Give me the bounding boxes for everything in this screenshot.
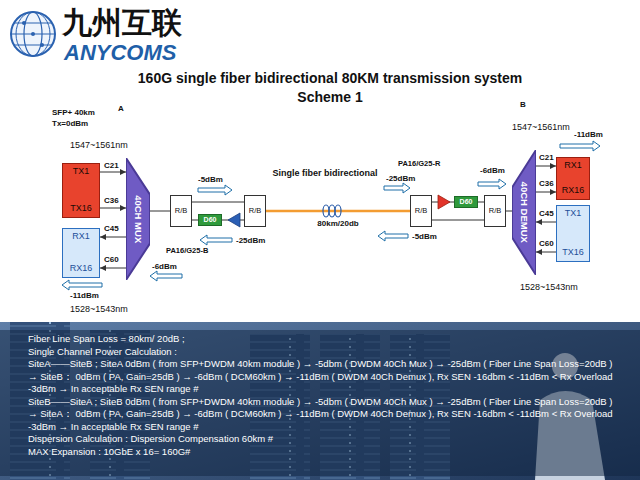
- optical-connection: [100, 237, 126, 238]
- node-text: RX16: [70, 264, 93, 274]
- power-level: -25dBm: [386, 174, 415, 183]
- channel-label: C21: [104, 161, 119, 170]
- optical-connection: [536, 166, 556, 167]
- text-shade: [0, 330, 640, 476]
- photo-ground: [0, 322, 640, 480]
- channel-label: C36: [104, 196, 119, 205]
- node-text: 40CH DEMUX: [519, 182, 529, 243]
- optical-connection: [192, 202, 244, 203]
- amplifier-label: PA16/G25-B: [166, 247, 208, 256]
- node-text: D60: [460, 198, 473, 206]
- rb-coupler-box: R/B: [244, 195, 266, 227]
- optical-connection: [100, 172, 126, 173]
- node-text: 40CH MUX: [133, 195, 143, 243]
- power-level: -5dBm: [412, 232, 437, 241]
- channel-label: C36: [539, 179, 554, 188]
- node-text: D60: [204, 216, 217, 224]
- optical-connection: [100, 268, 126, 269]
- node-text: R/B: [249, 207, 262, 215]
- power-direction-arrow: [478, 179, 506, 189]
- amplifier-label: PA16/G25-R: [398, 160, 440, 169]
- wavelength-band: 1547~1561nm: [512, 122, 570, 132]
- fiber-coil-symbol: [323, 205, 341, 217]
- channel-label: C60: [104, 255, 119, 264]
- demux-trapezoid: 40CH DEMUX: [512, 150, 536, 275]
- node-text: R/B: [175, 207, 188, 215]
- optical-connection: [150, 211, 170, 212]
- dcm-module-box: D60: [198, 214, 222, 226]
- optical-connection: [100, 208, 126, 209]
- transceiver-group-box: TX1TX16: [62, 163, 100, 218]
- optical-connection: [536, 192, 556, 193]
- power-direction-arrow: [200, 235, 232, 245]
- fiber-label: Single fiber bidirectional: [272, 168, 377, 178]
- power-level: -11dBm: [574, 130, 603, 139]
- datacenter-photo: [0, 322, 640, 480]
- power-note: Tx=0dBm: [52, 119, 88, 128]
- subtitle: Scheme 1: [297, 89, 362, 105]
- wavelength-band: 1528~1543nm: [70, 304, 128, 314]
- diagram-title: 160G single fiber bidirectional 80KM tra…: [138, 70, 522, 86]
- node-text: RX1: [564, 161, 582, 171]
- transceiver-group-box: RX1RX16: [556, 157, 590, 200]
- note-text: Dispersion Calculation : Dispersion Comp…: [28, 433, 620, 446]
- trapezoid-shape: [126, 158, 150, 280]
- wavelength-band: 1528~1543nm: [520, 282, 578, 292]
- power-direction-arrow: [198, 185, 232, 195]
- wavelength-band: 1547~1561nm: [70, 140, 128, 150]
- span-loss-label: 80km/20db: [315, 219, 360, 228]
- node-text: RX16: [562, 186, 585, 196]
- brand-name: 九州互联: [62, 6, 182, 41]
- notes-block: Fiber Line Span Loss = 80km/ 20dB ;Singl…: [28, 333, 620, 458]
- power-direction-arrow: [560, 141, 600, 151]
- power-level: -6dBm: [480, 166, 505, 175]
- power-level: -25dBm: [236, 236, 265, 245]
- power-level: -11dBm: [70, 291, 99, 300]
- node-text: TX1: [565, 209, 582, 219]
- rb-coupler-box: R/B: [484, 195, 506, 227]
- logo-globe: [11, 12, 55, 56]
- note-text: Single Channel Power Calculation :: [28, 346, 620, 359]
- transceiver-group-box: TX1TX16: [556, 205, 590, 262]
- node-text: TX16: [70, 204, 92, 214]
- power-direction-arrow: [150, 271, 182, 281]
- mux-trapezoid: 40CH MUX: [126, 158, 150, 280]
- note-text: Fiber Line Span Loss = 80km/ 20dB ;: [28, 333, 620, 346]
- site-name: B: [520, 100, 526, 109]
- node-text: R/B: [489, 207, 502, 215]
- power-direction-arrow: [62, 280, 102, 290]
- optical-connection: [536, 222, 556, 223]
- channel-label: C21: [539, 153, 554, 162]
- power-level: -6dBm: [152, 262, 177, 271]
- node-text: TX1: [73, 167, 90, 177]
- note-text: SiteB——SiteA ; SiteB 0dBm ( from SFP+DWD…: [28, 396, 620, 434]
- rb-coupler-box: R/B: [410, 195, 432, 227]
- optical-connection: [432, 220, 484, 221]
- note-text: MAX Expansion : 10GbE x 16= 160G#: [28, 446, 620, 459]
- power-direction-arrow: [378, 231, 408, 241]
- node-text: R/B: [415, 207, 428, 215]
- amplifier-symbol: [438, 195, 450, 209]
- amplifier-symbol: [228, 213, 240, 227]
- rb-coupler-box: R/B: [170, 195, 192, 227]
- transceiver-group-box: RX1RX16: [62, 228, 100, 278]
- node-text: TX16: [562, 248, 584, 258]
- power-level: -5dBm: [198, 175, 223, 184]
- fiber-link: [266, 210, 410, 213]
- channel-label: C60: [539, 239, 554, 248]
- channel-label: C45: [539, 209, 554, 218]
- trapezoid-shape: [512, 150, 536, 275]
- node-text: RX1: [72, 232, 90, 242]
- dcm-module-box: D60: [454, 196, 478, 208]
- note-text: SiteA——SiteB ; SiteA 0dBm ( from SFP+DWD…: [28, 358, 620, 396]
- module-note: SFP+ 40km: [52, 108, 95, 117]
- site-name: A: [118, 104, 124, 113]
- channel-label: C45: [104, 224, 119, 233]
- optical-connection: [536, 252, 556, 253]
- power-direction-arrow: [384, 183, 410, 193]
- brand-logotype: ANYCOMS: [64, 40, 176, 65]
